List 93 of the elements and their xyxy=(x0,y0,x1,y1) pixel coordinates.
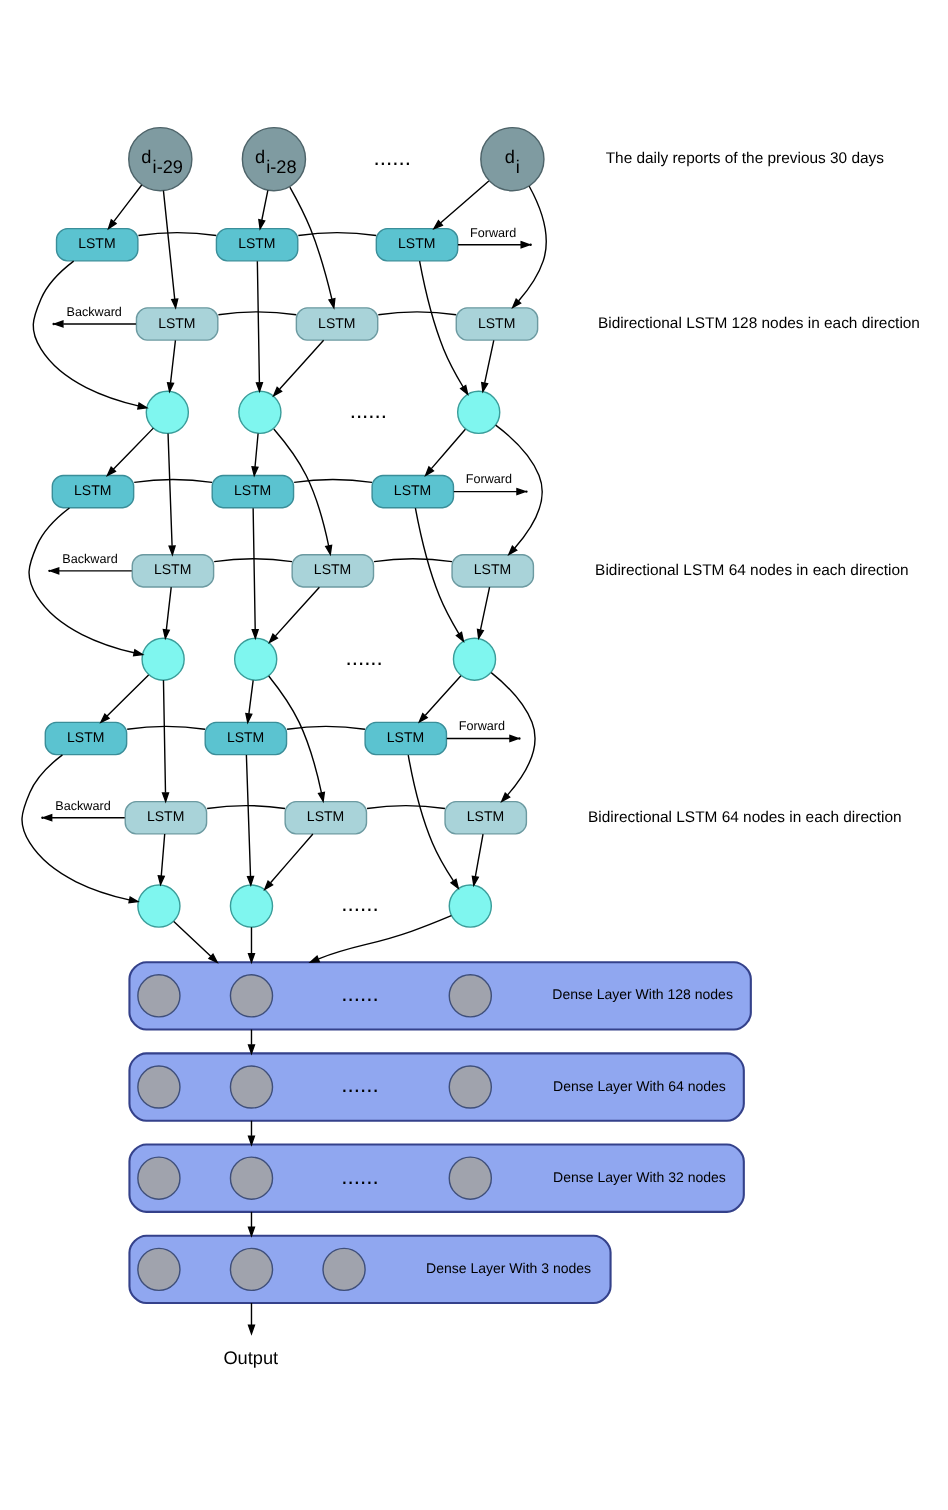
node-text: Output xyxy=(223,1346,279,1367)
arrow xyxy=(258,188,269,230)
arrow xyxy=(480,338,495,393)
label: ...... xyxy=(341,892,379,917)
arrow xyxy=(162,188,179,309)
arrow xyxy=(432,179,490,229)
arrow xyxy=(490,670,536,802)
arrow xyxy=(247,925,256,964)
arrow xyxy=(161,678,170,803)
arrow xyxy=(157,832,166,886)
arrow xyxy=(471,832,484,887)
node-circle xyxy=(448,1155,493,1199)
arrow xyxy=(48,565,133,574)
label: ...... xyxy=(345,645,383,670)
node-circle xyxy=(238,389,282,434)
label: ...... xyxy=(341,982,379,1007)
node-circle xyxy=(448,973,493,1017)
arrow xyxy=(407,753,460,889)
arrow xyxy=(32,259,149,409)
label: ...... xyxy=(349,398,388,423)
arrow xyxy=(99,673,150,723)
node-circle xyxy=(322,1246,366,1291)
node-circle xyxy=(229,1155,274,1199)
connector xyxy=(217,310,297,315)
arrow xyxy=(105,426,155,476)
arrow xyxy=(251,506,260,640)
cluster xyxy=(128,1142,745,1212)
arrow xyxy=(418,259,469,396)
node-circle xyxy=(137,883,181,927)
cluster xyxy=(128,1051,745,1121)
connector xyxy=(206,803,286,809)
cluster xyxy=(128,960,752,1030)
arrow xyxy=(245,678,254,724)
arrow xyxy=(255,259,264,393)
arrow xyxy=(457,239,532,248)
arrow xyxy=(173,919,219,963)
label: Bidirectional LSTM 64 nodes in each direction xyxy=(588,806,902,825)
cluster xyxy=(128,1233,612,1304)
arrow xyxy=(251,431,259,477)
connector xyxy=(126,724,206,729)
arrow xyxy=(453,486,528,495)
node-circle xyxy=(229,973,274,1017)
label: Bidirectional LSTM 128 nodes in each direction xyxy=(597,312,920,331)
arrow xyxy=(245,753,255,887)
arrow xyxy=(107,183,143,230)
node-circle xyxy=(137,973,181,1017)
node-circle xyxy=(137,1246,181,1291)
arrow xyxy=(511,184,547,309)
node-circle xyxy=(448,1064,493,1108)
connector xyxy=(293,477,373,483)
arrow xyxy=(21,753,140,903)
arrow xyxy=(476,585,491,640)
node-circle xyxy=(229,1246,274,1291)
arrow xyxy=(166,338,177,393)
connector xyxy=(133,477,213,483)
node-circle xyxy=(137,1155,181,1199)
connector xyxy=(213,557,293,562)
connector xyxy=(377,310,457,315)
arrow xyxy=(28,506,145,656)
label: ...... xyxy=(341,1073,379,1098)
arrow xyxy=(446,733,521,742)
node-circle xyxy=(452,636,497,680)
arrow xyxy=(273,427,333,556)
connector xyxy=(286,724,366,729)
arrow xyxy=(247,1301,256,1335)
arrow xyxy=(268,585,321,644)
arrow xyxy=(289,185,336,309)
arrow xyxy=(268,674,326,803)
arrow xyxy=(167,431,176,556)
node-circle xyxy=(448,883,493,927)
arrow xyxy=(494,423,543,555)
node-circle xyxy=(233,636,278,680)
label: The daily reports of the previous 30 days xyxy=(605,148,884,167)
node-circle xyxy=(145,389,190,434)
node-circle xyxy=(456,389,501,434)
connector xyxy=(373,557,453,562)
label: ...... xyxy=(341,1164,379,1189)
arrow xyxy=(414,506,465,642)
node-circle xyxy=(137,1064,181,1108)
arrow xyxy=(308,913,453,962)
node-circle xyxy=(229,883,274,927)
arrow xyxy=(424,427,467,476)
arrow xyxy=(272,338,325,397)
arrow xyxy=(162,585,172,640)
arrow xyxy=(417,674,462,723)
label: ...... xyxy=(373,145,411,170)
label: Bidirectional LSTM 64 nodes in each direction xyxy=(595,559,909,578)
connector xyxy=(297,230,377,236)
connector xyxy=(366,803,446,809)
connector xyxy=(137,230,217,236)
arrow xyxy=(263,832,314,890)
node-circle xyxy=(229,1064,274,1108)
node-circle xyxy=(141,636,185,680)
